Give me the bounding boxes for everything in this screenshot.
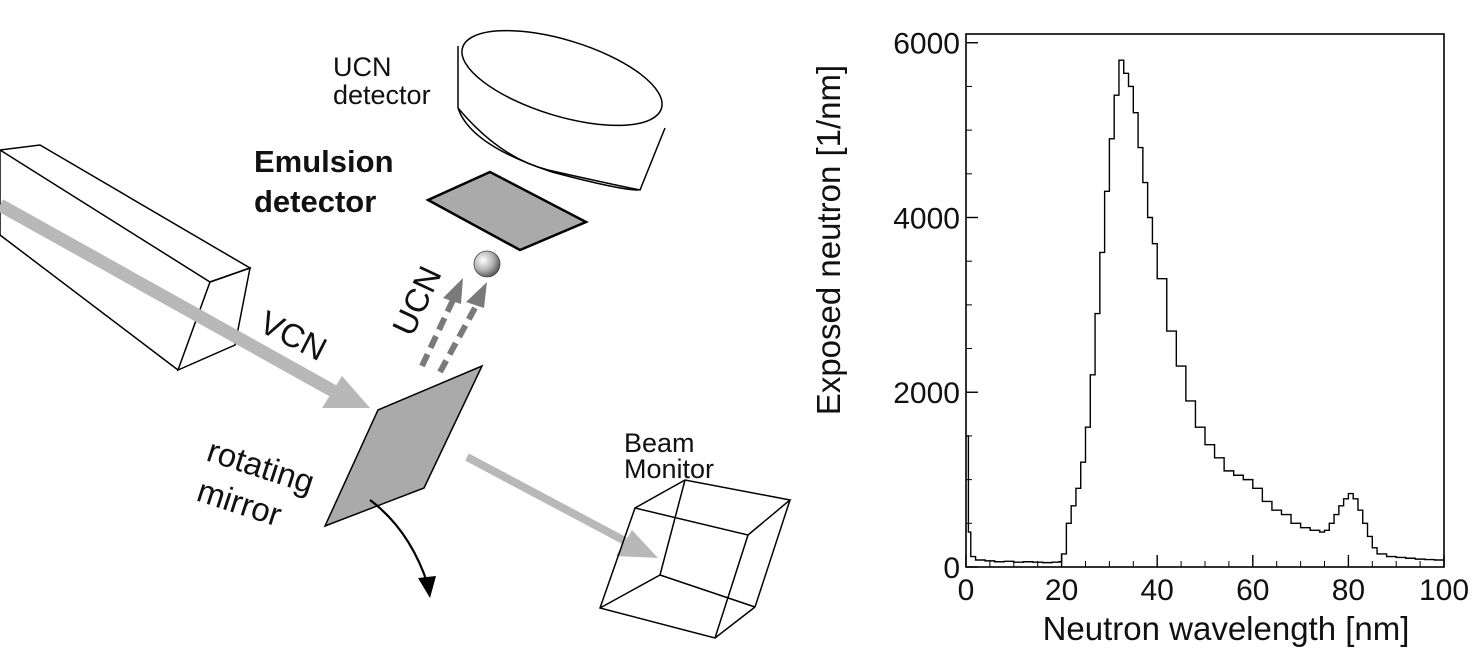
histogram-series-line bbox=[966, 59, 1445, 564]
emulsion-label-line1: Emulsion bbox=[254, 144, 394, 179]
x-tick-label: 80 bbox=[1332, 574, 1365, 607]
vcn-guide-tube bbox=[0, 144, 252, 372]
y-tick-label: 2000 bbox=[893, 377, 960, 410]
x-tick-label: 0 bbox=[958, 574, 975, 607]
ucn-particle bbox=[473, 250, 501, 278]
plot-frame bbox=[965, 33, 1445, 568]
y-axis-ticks: 0 2000 4000 6000 bbox=[893, 28, 978, 585]
vcn-beam-arrow bbox=[0, 199, 370, 408]
rotation-arrowhead-icon bbox=[418, 576, 436, 598]
ucn-detector-label-line1: UCN bbox=[333, 52, 392, 82]
rotating-mirror bbox=[323, 364, 484, 528]
ucn-reflected-arrows bbox=[419, 278, 487, 374]
y-tick-label: 0 bbox=[943, 552, 960, 585]
x-axis-ticks: 0 20 40 60 80 100 bbox=[958, 555, 1469, 607]
beam-label: Beam bbox=[624, 428, 695, 458]
y-tick-label: 4000 bbox=[893, 202, 960, 235]
setup-diagram: VCN rotating mirror Beam Monitor bbox=[0, 29, 792, 639]
y-axis-title: Exposed neutron [1/nm] bbox=[810, 65, 847, 415]
ucn-detector-cylinder bbox=[457, 29, 666, 191]
wavelength-chart: 0 20 40 60 80 100 0 2000 4000 6000 Neutron wavel… bbox=[810, 28, 1469, 647]
x-tick-label: 20 bbox=[1045, 574, 1078, 607]
emulsion-label-line2: detector bbox=[254, 184, 376, 219]
x-tick-label: 60 bbox=[1236, 574, 1269, 607]
monitor-label: Monitor bbox=[624, 454, 714, 484]
x-axis-title: Neutron wavelength [nm] bbox=[1043, 610, 1410, 647]
ucn-detector-label-line2: detector bbox=[333, 80, 431, 110]
rotation-arrow-icon bbox=[369, 499, 430, 586]
beam-monitor bbox=[599, 479, 792, 639]
transmitted-beam-arrow bbox=[465, 453, 658, 558]
x-tick-label: 40 bbox=[1141, 574, 1174, 607]
x-tick-label: 100 bbox=[1419, 574, 1469, 607]
emulsion-detector-plate bbox=[425, 170, 589, 252]
y-tick-label: 6000 bbox=[893, 28, 960, 61]
